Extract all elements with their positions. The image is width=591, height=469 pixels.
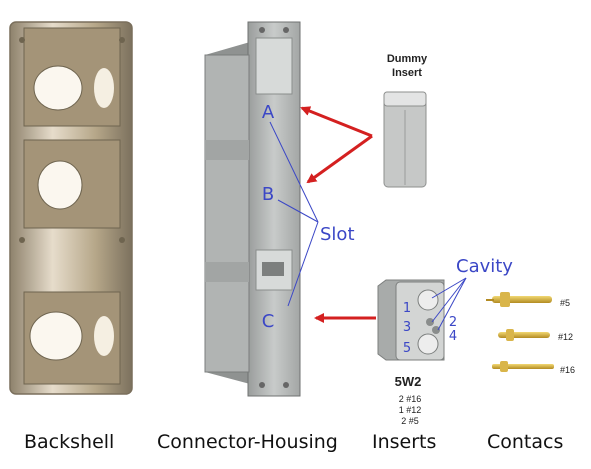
insert-spec-3: 2 #5 xyxy=(401,416,419,426)
insert-spec-2: 1 #12 xyxy=(399,405,422,415)
cavity-pointer-lines xyxy=(431,277,467,331)
slot-label: Slot xyxy=(320,224,355,245)
caption-inserts: Inserts xyxy=(372,431,437,453)
red-arrows xyxy=(300,106,376,323)
caption-contacts: Contacs xyxy=(487,431,564,453)
cavity-number-1: 1 xyxy=(403,301,411,316)
caption-backshell: Backshell xyxy=(24,431,115,453)
contact-5-image xyxy=(486,292,552,307)
dummy-insert-image xyxy=(383,91,427,188)
caption-connector-housing: Connector-Housing xyxy=(157,431,338,453)
contact-16-label: #16 xyxy=(560,365,575,375)
contact-12-image xyxy=(498,329,550,341)
insert-5w2-image xyxy=(377,279,445,361)
dummy-insert-label-line1: Dummy xyxy=(387,53,428,65)
slot-a-label: A xyxy=(262,102,275,123)
slot-pointer-lines xyxy=(269,121,319,307)
cavity-number-4: 4 xyxy=(449,329,457,344)
cavity-number-2: 2 xyxy=(449,315,457,330)
backshell-image xyxy=(9,21,133,395)
connector-housing-image xyxy=(204,21,301,397)
slot-b-label: B xyxy=(262,184,274,205)
dummy-insert-label-line2: Insert xyxy=(392,67,422,79)
slot-c-label: C xyxy=(262,311,275,332)
contact-16-image xyxy=(492,361,554,372)
cavity-number-3: 3 xyxy=(403,320,411,335)
contact-5-label: #5 xyxy=(560,298,570,308)
insert-spec-1: 2 #16 xyxy=(399,394,422,404)
cavity-number-5: 5 xyxy=(403,341,411,356)
insert-name: 5W2 xyxy=(395,374,422,389)
cavity-label: Cavity xyxy=(456,256,513,277)
contact-12-label: #12 xyxy=(558,332,573,342)
